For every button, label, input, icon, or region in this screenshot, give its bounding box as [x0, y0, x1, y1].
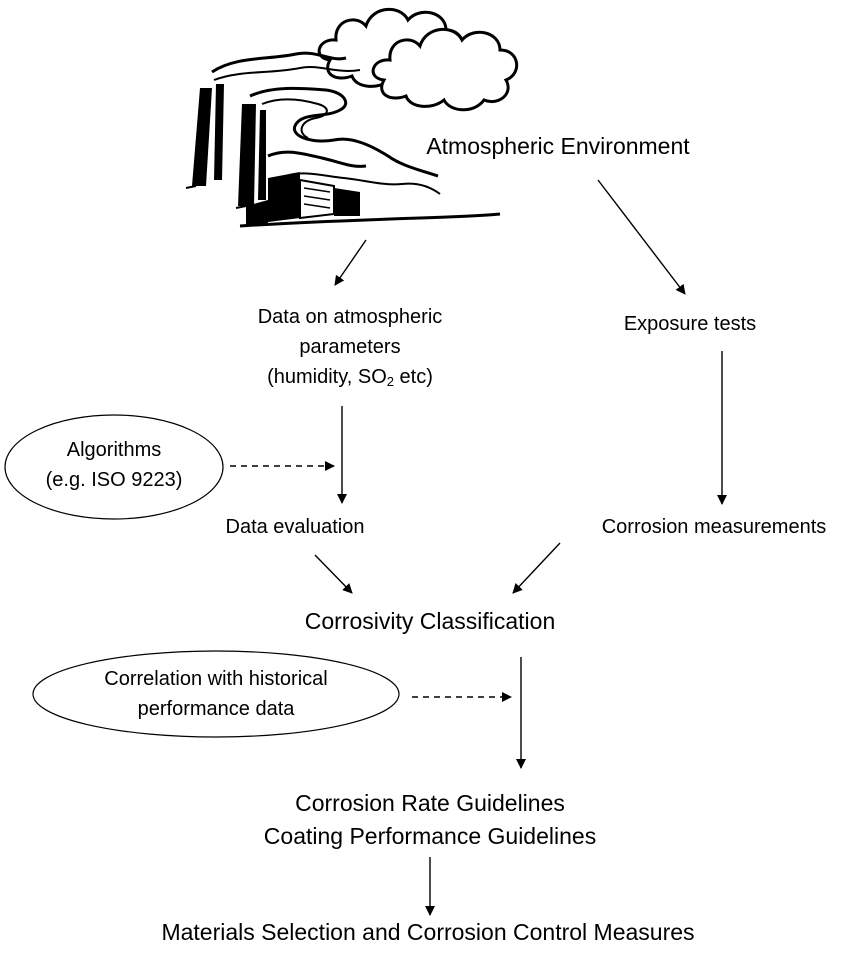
node-corrosivity-classification: Corrosivity Classification	[304, 608, 556, 634]
guidelines-coating-performance: Coating Performance Guidelines	[263, 823, 597, 849]
subscript-2: 2	[386, 374, 394, 389]
algorithms-line2: (e.g. ISO 9223)	[45, 469, 183, 491]
smokestack-right-icon	[238, 104, 256, 206]
node-exposure-tests: Exposure tests	[623, 313, 757, 335]
node-correlation-historical: Correlation with historical performance …	[46, 664, 386, 724]
node-corrosion-measurements: Corrosion measurements	[601, 516, 827, 538]
correlation-line2: performance data	[137, 698, 295, 720]
smokestack-left-icon	[192, 88, 212, 186]
node-materials-selection: Materials Selection and Corrosion Contro…	[161, 919, 695, 945]
guidelines-corrosion-rate: Corrosion Rate Guidelines	[295, 790, 565, 816]
algorithms-ellipse	[4, 414, 224, 520]
arrow-measurements-to-classification	[512, 542, 561, 594]
node-data-on-atmospheric-parameters: Data on atmospheric parameters (humidity…	[200, 302, 500, 392]
correlation-ellipse	[32, 650, 400, 738]
algorithms-line1: Algorithms	[66, 439, 162, 461]
node-data-evaluation: Data evaluation	[225, 516, 365, 538]
data-params-line2: parameters	[299, 336, 401, 358]
arrow-evaluation-to-classification	[314, 554, 353, 594]
data-params-line1: Data on atmospheric	[257, 306, 443, 328]
node-algorithms: Algorithms (e.g. ISO 9223)	[14, 435, 214, 495]
data-params-line3: (humidity, SO2 etc)	[267, 366, 433, 389]
arrow-factory-to-data-params	[334, 239, 367, 286]
arrow-env-to-exposure	[597, 179, 686, 295]
node-atmospheric-environment: Atmospheric Environment	[426, 133, 690, 159]
correlation-line1: Correlation with historical	[104, 668, 328, 690]
factory-illustration-icon	[185, 7, 518, 228]
node-guidelines: Corrosion Rate Guidelines Coating Perfor…	[230, 787, 630, 853]
cloud-front-icon	[371, 27, 518, 112]
